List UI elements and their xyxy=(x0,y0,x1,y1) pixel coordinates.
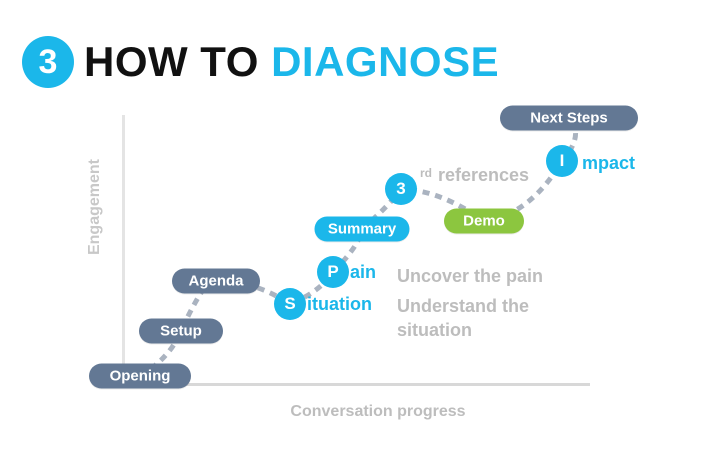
situation-note-line1: Understand the xyxy=(397,296,530,316)
step-setup: Setup xyxy=(139,318,223,344)
third-party-references-label: references xyxy=(438,165,530,185)
impact-letter-badge: I xyxy=(546,145,578,177)
title-highlight: DIAGNOSE xyxy=(271,38,500,85)
situation-label: ituation xyxy=(307,294,372,314)
x-axis-line xyxy=(122,383,590,386)
step-summary: Summary xyxy=(314,216,410,242)
pain-label: ain xyxy=(350,262,377,282)
step-next-steps: Next Steps xyxy=(500,105,638,131)
title-text: HOW TO DIAGNOSE xyxy=(84,38,499,86)
situation-letter-badge: S xyxy=(274,288,306,320)
pain-letter-badge: P xyxy=(317,256,349,288)
situation-note-line2: situation xyxy=(397,320,472,340)
step-opening: Opening xyxy=(89,363,191,389)
step-agenda: Agenda xyxy=(172,268,260,294)
third-party-superscript: rd xyxy=(420,166,432,180)
title-prefix: HOW TO xyxy=(84,38,259,85)
x-axis-label: Conversation progress xyxy=(290,403,466,420)
step-number-badge: 3 xyxy=(22,36,74,88)
pain-note: Uncover the pain xyxy=(397,266,544,286)
third-party-badge: 3 xyxy=(385,173,417,205)
step-demo: Demo xyxy=(444,208,524,234)
y-axis-line xyxy=(122,115,125,387)
situation-note: Understand the situation xyxy=(397,294,529,342)
page-title: 3 HOW TO DIAGNOSE xyxy=(22,36,499,88)
impact-label: mpact xyxy=(582,153,636,173)
